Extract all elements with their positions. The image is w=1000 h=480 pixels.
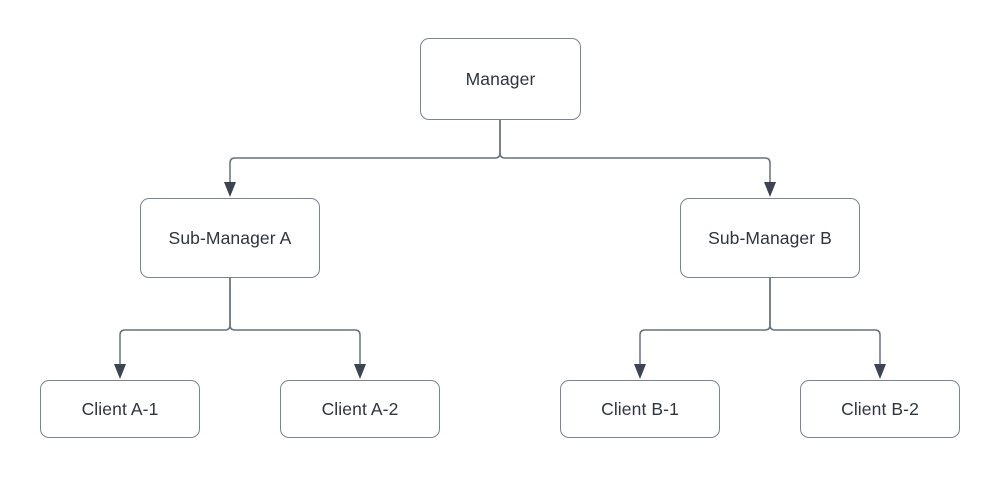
node-manager[interactable]: Manager xyxy=(420,38,581,120)
arrow-head-icon xyxy=(764,182,776,197)
edge-manager-to-sub-manager-a xyxy=(224,120,501,197)
node-client-a-1[interactable]: Client A-1 xyxy=(40,380,200,438)
edge-sub-manager-a-to-client-a-2 xyxy=(229,278,366,379)
node-client-b-1-label: Client B-1 xyxy=(601,398,679,419)
node-client-a-1-label: Client A-1 xyxy=(81,398,159,419)
node-sub-manager-b-label: Sub-Manager B xyxy=(708,227,832,248)
arrow-head-icon xyxy=(224,182,236,197)
arrow-head-icon xyxy=(874,364,886,379)
node-manager-label: Manager xyxy=(465,68,536,89)
arrow-head-icon xyxy=(634,364,646,379)
edge-sub-manager-a-to-client-a-1 xyxy=(114,278,231,379)
edge-sub-manager-b-to-client-b-2 xyxy=(769,278,886,379)
node-client-a-2-label: Client A-2 xyxy=(321,398,399,419)
node-sub-manager-a[interactable]: Sub-Manager A xyxy=(140,198,320,278)
node-client-b-2-label: Client B-2 xyxy=(841,398,919,419)
node-sub-manager-b[interactable]: Sub-Manager B xyxy=(680,198,860,278)
edge-sub-manager-b-to-client-b-1 xyxy=(634,278,771,379)
node-client-a-2[interactable]: Client A-2 xyxy=(280,380,440,438)
node-sub-manager-a-label: Sub-Manager A xyxy=(168,227,292,248)
node-client-b-1[interactable]: Client B-1 xyxy=(560,380,720,438)
edge-manager-to-sub-manager-b xyxy=(499,120,776,197)
arrow-head-icon xyxy=(114,364,126,379)
node-client-b-2[interactable]: Client B-2 xyxy=(800,380,960,438)
arrow-head-icon xyxy=(354,364,366,379)
